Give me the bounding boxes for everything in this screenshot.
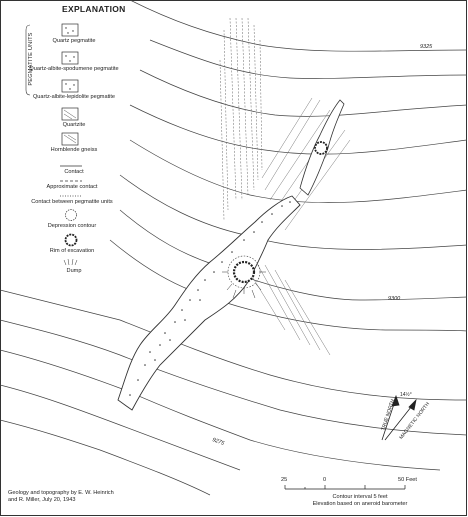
elevation-text: Elevation based on aneroid barometer bbox=[312, 501, 408, 507]
pegmatite-stipple bbox=[129, 201, 291, 396]
contour-line bbox=[139, 69, 468, 117]
legend-swatch-lepidolite bbox=[61, 79, 79, 93]
legend-label-lepidolite: Quartz-albite-lepidolite pegmatite bbox=[32, 94, 116, 100]
legend-swatch-quartz-pegmatite bbox=[61, 23, 79, 37]
contour-line bbox=[129, 0, 468, 52]
legend-lines bbox=[60, 165, 82, 197]
contour-line bbox=[119, 209, 468, 301]
legend-label-rim: Rim of excavation bbox=[49, 248, 95, 254]
declination-label: 14½° bbox=[400, 392, 412, 398]
legend-depression-symbol bbox=[65, 209, 77, 221]
credit: Geology and topography by E. W. Heinrich… bbox=[8, 490, 114, 504]
credit-line-1: Geology and topography by E. W. Heinrich bbox=[8, 490, 114, 496]
legend-label-pegmatite-contact: Contact between pegmatite units bbox=[31, 199, 113, 205]
contour-line bbox=[0, 349, 441, 471]
contour-line bbox=[149, 39, 468, 79]
legend-rim-symbol bbox=[64, 233, 78, 247]
contour-line bbox=[119, 174, 468, 250]
contour-line bbox=[0, 319, 468, 436]
scale-left-label: 25 bbox=[281, 477, 288, 483]
legend-title: EXPLANATION bbox=[62, 4, 126, 14]
legend-swatch-marks bbox=[65, 27, 75, 90]
legend-label-quartz-pegmatite: Quartz pegmatite bbox=[52, 38, 96, 44]
contour-line bbox=[0, 419, 211, 496]
legend-group-label: PEGMATITE UNITS bbox=[28, 32, 34, 86]
pegmatite-body bbox=[117, 195, 301, 411]
scale-bar bbox=[284, 485, 406, 490]
north-arrow bbox=[381, 394, 417, 441]
legend-group-bracket bbox=[25, 24, 31, 96]
contour-line bbox=[0, 384, 241, 471]
excavation-rim-upper bbox=[314, 141, 328, 155]
scale-zero-label: 0 bbox=[323, 477, 327, 483]
contour-line bbox=[0, 289, 468, 401]
legend-swatch-spodumene bbox=[61, 51, 79, 65]
scale-note: Contour interval 5 feet Elevation based … bbox=[300, 494, 420, 508]
contour-label-9300: 9300 bbox=[388, 296, 401, 302]
contour-lines bbox=[0, 0, 468, 496]
legend-label-depression: Depression contour bbox=[47, 223, 97, 229]
legend-dump-symbol bbox=[63, 258, 78, 266]
scale-right-label: 50 Feet bbox=[398, 477, 417, 483]
gneiss-hatch-upper bbox=[219, 17, 263, 221]
legend-label-dump: Dump bbox=[66, 268, 82, 274]
contour-line bbox=[109, 239, 468, 332]
contour-line bbox=[129, 104, 468, 155]
legend-label-spodumene: Quartz-albite-spodumene pegmatite bbox=[29, 66, 119, 72]
excavation-ticks bbox=[222, 271, 266, 299]
legend-label-approx-contact: Approximate contact bbox=[46, 184, 98, 190]
credit-line-2: and R. Miller, July 20, 1943 bbox=[8, 497, 76, 503]
excavation-rim-main bbox=[232, 260, 256, 284]
legend-hatch bbox=[63, 109, 77, 144]
legend-label-contact: Contact bbox=[64, 169, 84, 175]
contour-line bbox=[129, 139, 468, 203]
legend-label-quartzite: Quartzite bbox=[62, 122, 86, 128]
contour-interval-text: Contour interval 5 feet bbox=[332, 494, 388, 500]
contour-label-9325: 9325 bbox=[420, 44, 433, 50]
legend-label-gneiss: Hornblende gneiss bbox=[50, 147, 98, 153]
